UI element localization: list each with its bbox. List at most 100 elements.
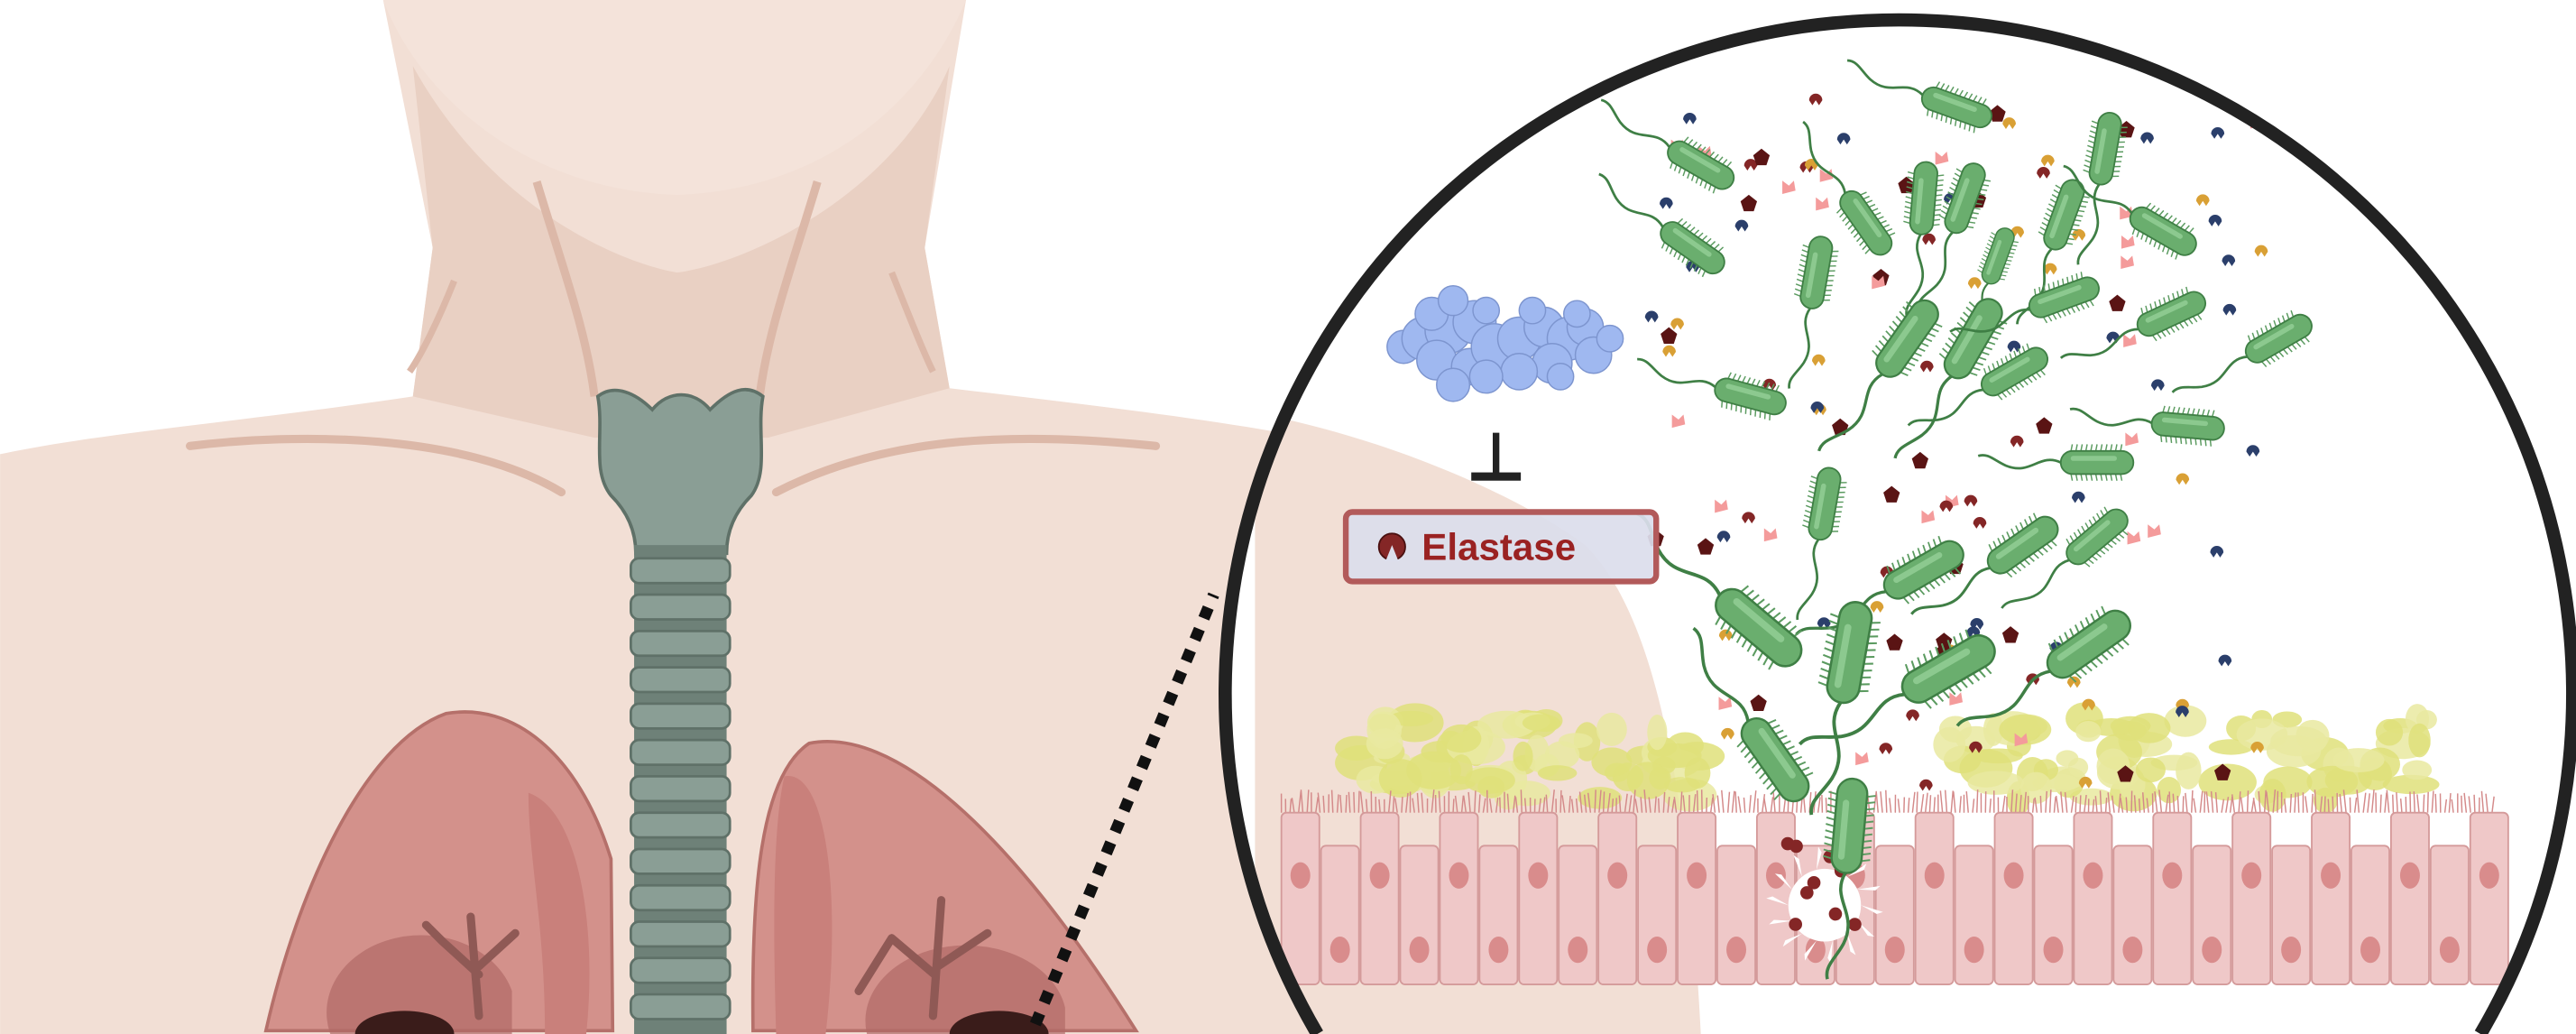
- cilium: [1421, 792, 1424, 813]
- atom: [1468, 359, 1504, 394]
- zoom-connector: [1029, 592, 1219, 1027]
- cilium: [2413, 791, 2415, 813]
- toxin-particle: [1661, 327, 1678, 344]
- atom: [1500, 353, 1539, 391]
- toxin-particle: [2127, 531, 2141, 545]
- atom: [1437, 284, 1469, 317]
- cilium: [2133, 795, 2137, 813]
- inhibition-icon: [1471, 432, 1522, 481]
- epithelial-cell: [2351, 845, 2390, 985]
- cilium: [1696, 789, 1699, 813]
- bacterium-highlight: [1989, 356, 2030, 383]
- elastase-particle: [1683, 112, 1697, 125]
- cilium: [1291, 798, 1295, 813]
- epithelial-cell: [1280, 811, 1320, 985]
- cilium: [2141, 792, 2146, 813]
- bacterium-highlight: [1837, 799, 1850, 860]
- cilium: [1916, 791, 1918, 813]
- cilium: [2064, 791, 2068, 813]
- cilium: [1431, 789, 1435, 813]
- cilium: [1348, 791, 1351, 813]
- bacterium-body: [1900, 633, 1996, 704]
- bacterium-body: [2059, 449, 2135, 475]
- left-lung-lobe: [528, 792, 590, 1034]
- cilium: [2070, 796, 2075, 813]
- trachea-ring: [630, 738, 731, 766]
- cilium: [1289, 799, 1293, 813]
- cilium: [1438, 790, 1441, 813]
- cilium: [1460, 795, 1465, 813]
- mucus-clump: [1933, 726, 1966, 762]
- cilium: [2185, 792, 2188, 813]
- bacterium-icon: [1977, 444, 2135, 481]
- mucus-clump: [1504, 780, 1550, 807]
- mucus-clump: [1591, 747, 1633, 777]
- cilium: [1772, 791, 1776, 813]
- cilium: [1770, 797, 1774, 813]
- cilium: [1412, 798, 1415, 813]
- epithelial-cell: [1993, 811, 2034, 985]
- bacterium-highlight: [1758, 727, 1796, 779]
- bacterium-body: [1980, 346, 2049, 397]
- cilium: [1606, 793, 1611, 813]
- cilium: [2426, 791, 2429, 813]
- flagellum: [1846, 59, 1924, 97]
- bacterium-highlight: [2038, 284, 2082, 305]
- bacterium-highlight: [2074, 520, 2111, 552]
- cell-nucleus: [2003, 862, 2024, 889]
- bacterium-icon: [2059, 286, 2207, 359]
- cilium: [2356, 789, 2360, 813]
- cilium: [2311, 793, 2314, 813]
- cilium: [2485, 793, 2489, 813]
- elastase-label-box: Elastase: [1342, 509, 1660, 585]
- cilium: [1477, 794, 1481, 813]
- elastase-particle: [1828, 907, 1843, 921]
- cell-nucleus: [1568, 936, 1588, 964]
- mucus-clump: [1967, 771, 2025, 795]
- cilium: [1488, 799, 1493, 813]
- bacterium-highlight: [1913, 648, 1971, 685]
- cilium: [1463, 795, 1467, 813]
- bacterium-highlight: [1733, 598, 1785, 642]
- bacterium-highlight: [1893, 551, 1943, 584]
- flagellum: [1798, 692, 1905, 746]
- cilium: [1523, 798, 1527, 813]
- left-hilum: [354, 1011, 455, 1034]
- elastase-particle: [1734, 219, 1749, 232]
- elastase-particle: [2176, 706, 2189, 717]
- mucus-clump: [1626, 762, 1670, 799]
- bacterium-body: [1660, 221, 1725, 275]
- mucus-clump: [1522, 714, 1561, 732]
- bacterium-highlight: [1805, 252, 1818, 299]
- epithelial-cell: [2429, 845, 2470, 985]
- toxin-particle: [1883, 485, 1900, 503]
- cilium: [1657, 798, 1661, 813]
- cell-nucleus: [2083, 862, 2103, 889]
- cell-nucleus: [2162, 862, 2183, 889]
- toxin-particle: [2118, 121, 2135, 138]
- neck-shadow: [412, 66, 950, 439]
- neck-muscle-left: [532, 180, 599, 397]
- neck-muscle-right-2: [888, 271, 936, 374]
- bacterium-body: [1875, 299, 1939, 378]
- mucus-clump: [2382, 774, 2440, 795]
- cilium: [2118, 793, 2121, 813]
- elastase-particle: [1670, 318, 1684, 330]
- cell-nucleus: [1765, 862, 1786, 889]
- elastase-particle: [1922, 233, 1936, 245]
- cilium: [2079, 795, 2082, 813]
- bacterium-highlight: [1950, 178, 1970, 222]
- cilium: [1654, 796, 1657, 813]
- cilium: [1514, 797, 1519, 813]
- flagellum: [1905, 234, 1925, 317]
- mucus-clump: [1513, 741, 1533, 771]
- elastase-particle: [2150, 379, 2165, 392]
- cilium: [1965, 790, 1969, 813]
- cilium: [1640, 797, 1643, 813]
- cilium: [1953, 791, 1956, 813]
- flagellum: [1788, 307, 1811, 389]
- cilium: [1821, 794, 1824, 813]
- right-hilum: [949, 1011, 1049, 1034]
- elastase-particle: [2210, 546, 2224, 558]
- right-lung-shadow: [865, 945, 1065, 1034]
